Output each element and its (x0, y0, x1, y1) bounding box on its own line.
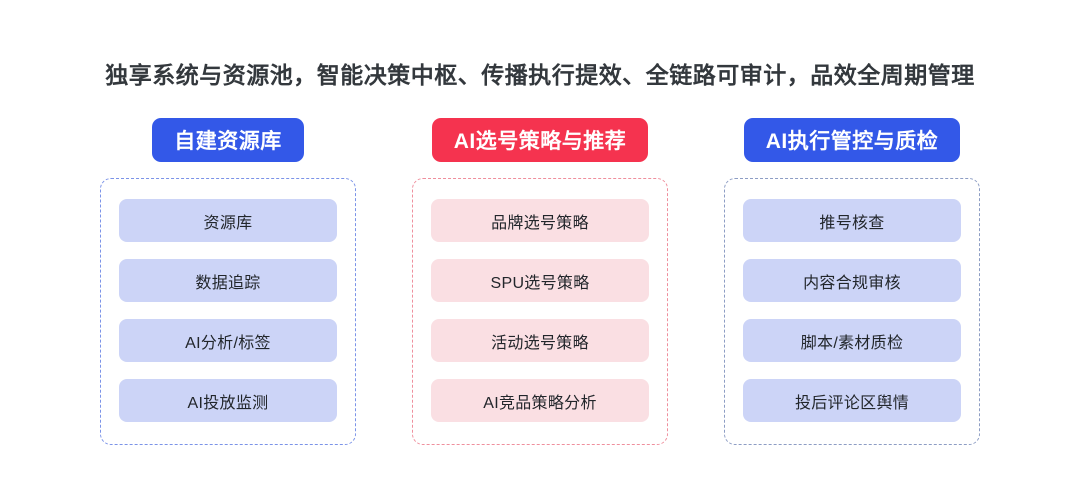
list-item[interactable]: AI竞品策略分析 (431, 379, 649, 422)
list-item[interactable]: 活动选号策略 (431, 319, 649, 362)
list-item[interactable]: 内容合规审核 (743, 259, 961, 302)
column-self-built-resource: 自建资源库 资源库 数据追踪 AI分析/标签 AI投放监测 (100, 118, 356, 445)
list-item[interactable]: AI投放监测 (119, 379, 337, 422)
page-title: 独享系统与资源池，智能决策中枢、传播执行提效、全链路可审计，品效全周期管理 (105, 62, 975, 88)
list-item[interactable]: 脚本/素材质检 (743, 319, 961, 362)
list-item[interactable]: 投后评论区舆情 (743, 379, 961, 422)
column-ai-execution-control: AI执行管控与质检 推号核查 内容合规审核 脚本/素材质检 投后评论区舆情 (724, 118, 980, 445)
column-header-badge-2[interactable]: AI选号策略与推荐 (431, 118, 649, 162)
column-header-badge-3[interactable]: AI执行管控与质检 (743, 118, 961, 162)
column-items-box-2: 品牌选号策略 SPU选号策略 活动选号策略 AI竞品策略分析 (412, 178, 668, 445)
columns-container: 自建资源库 资源库 数据追踪 AI分析/标签 AI投放监测 AI选号策略与推荐 … (100, 118, 980, 445)
list-item[interactable]: 推号核查 (743, 199, 961, 242)
column-items-box-1: 资源库 数据追踪 AI分析/标签 AI投放监测 (100, 178, 356, 445)
list-item[interactable]: 资源库 (119, 199, 337, 242)
column-ai-selection-strategy: AI选号策略与推荐 品牌选号策略 SPU选号策略 活动选号策略 AI竞品策略分析 (412, 118, 668, 445)
column-items-box-3: 推号核查 内容合规审核 脚本/素材质检 投后评论区舆情 (724, 178, 980, 445)
list-item[interactable]: 品牌选号策略 (431, 199, 649, 242)
list-item[interactable]: SPU选号策略 (431, 259, 649, 302)
column-header-badge-1[interactable]: 自建资源库 (152, 118, 304, 162)
list-item[interactable]: AI分析/标签 (119, 319, 337, 362)
list-item[interactable]: 数据追踪 (119, 259, 337, 302)
